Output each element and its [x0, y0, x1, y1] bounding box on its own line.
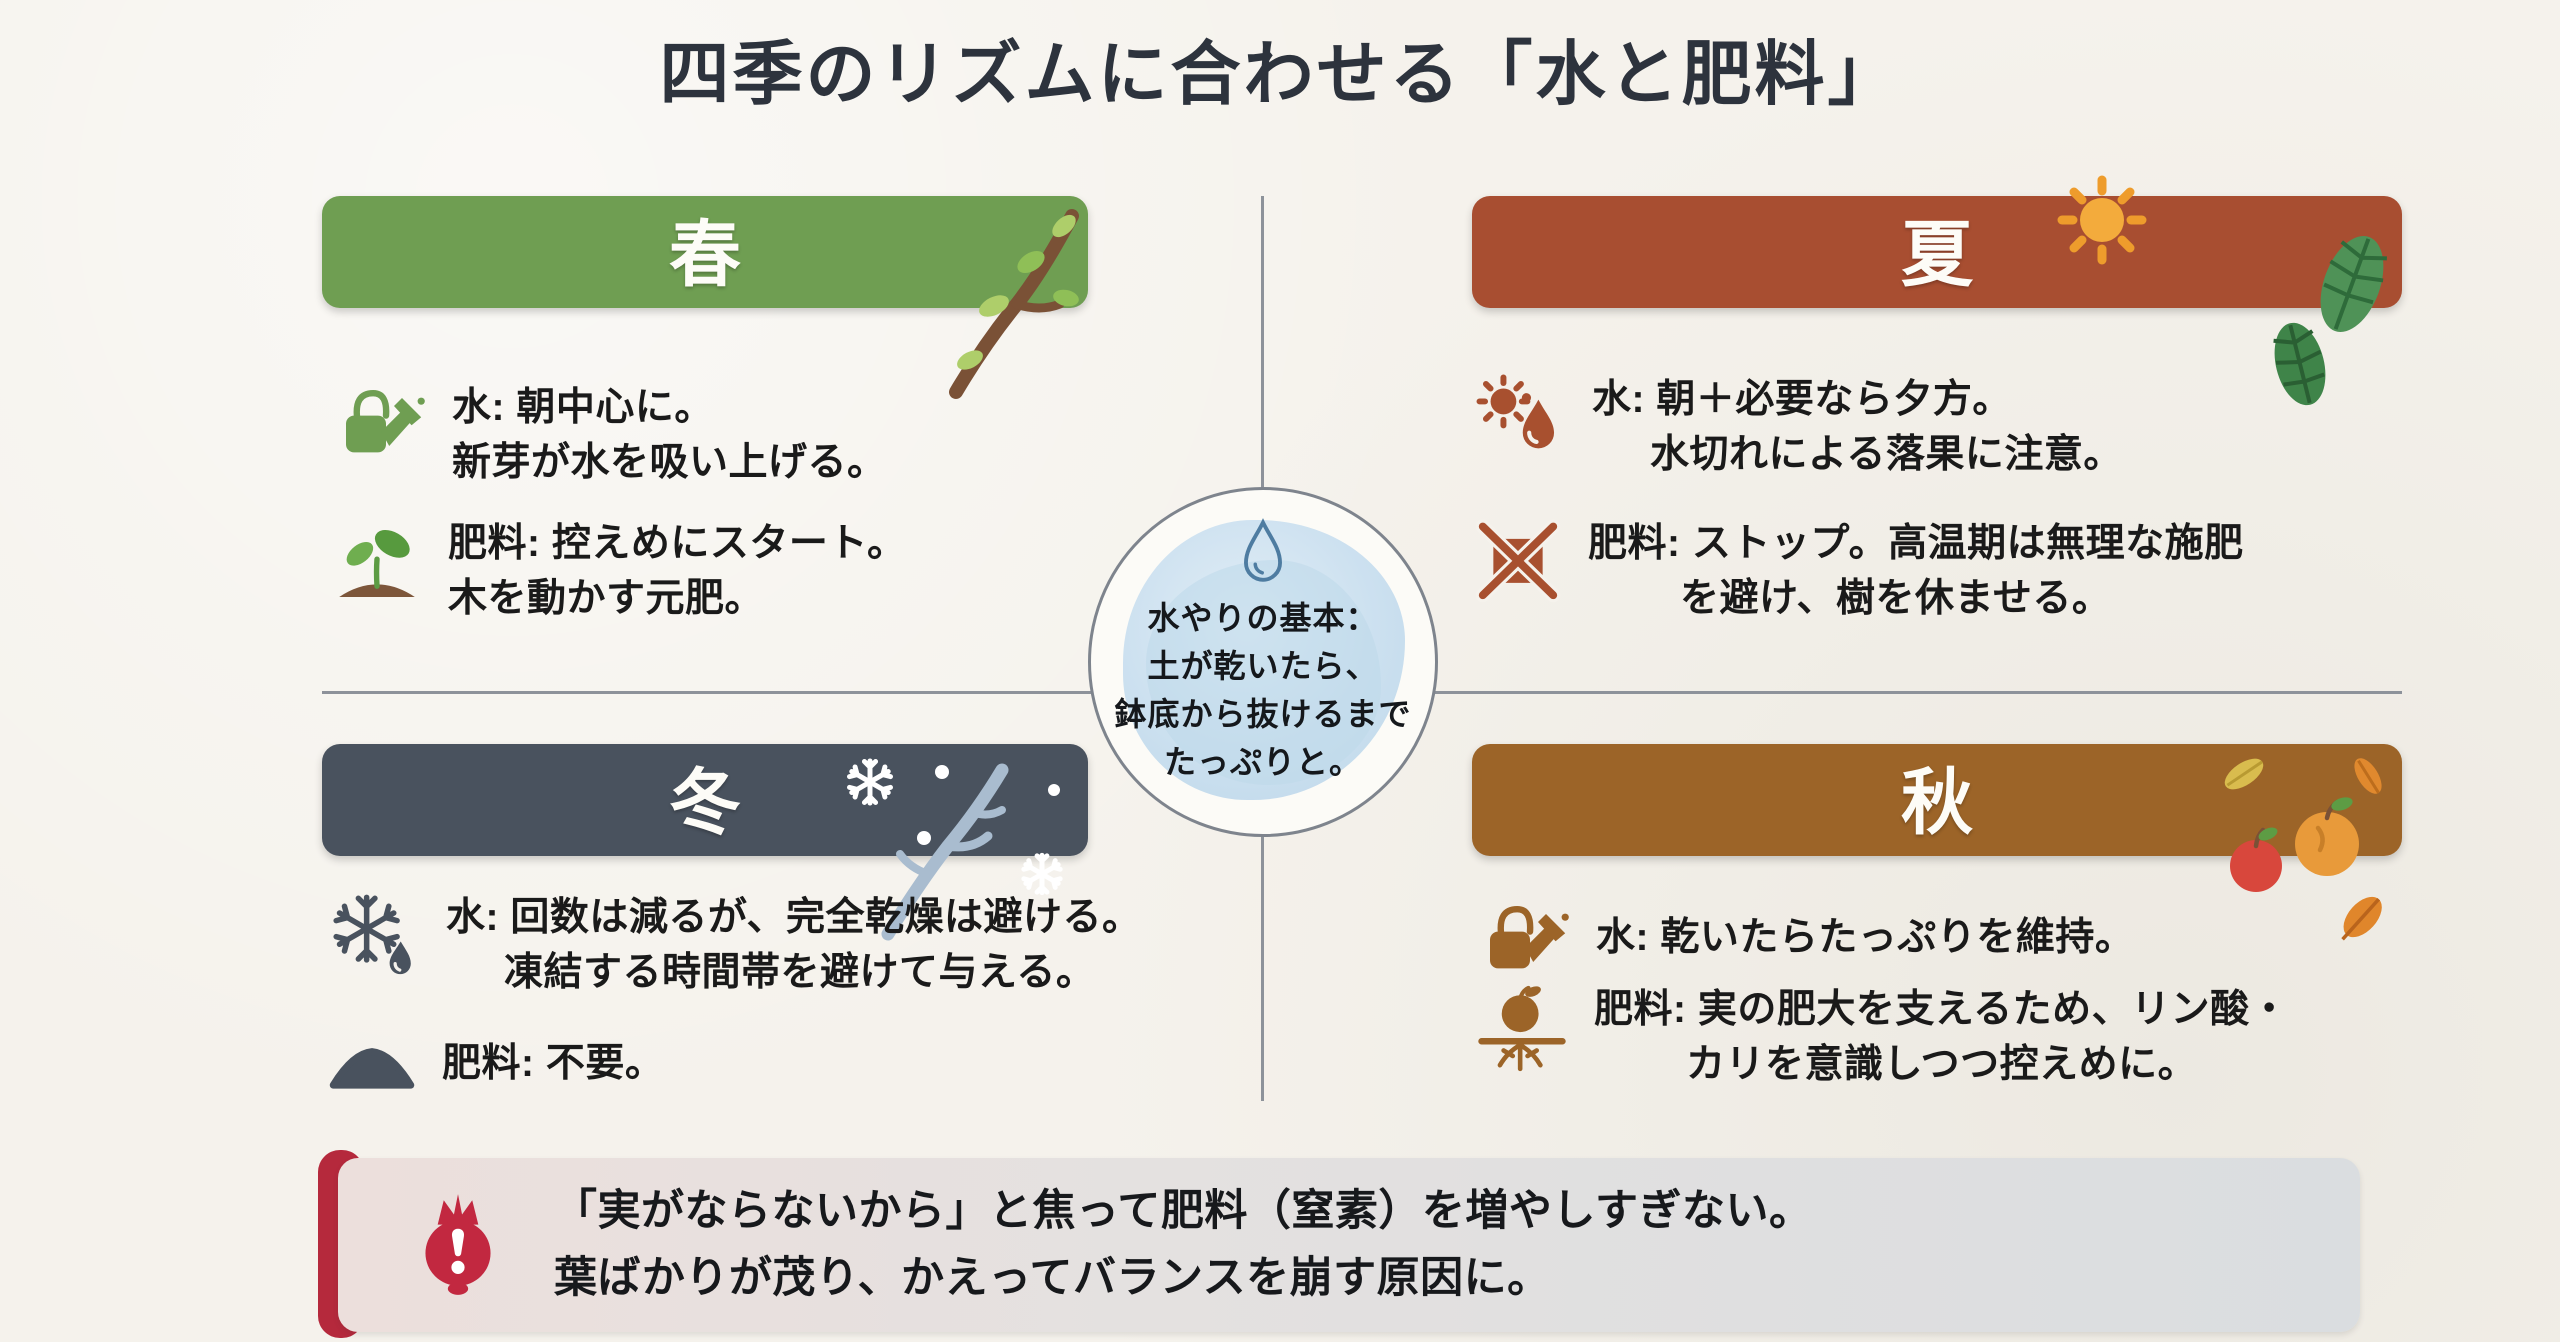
autumn-water-line1: 水: 乾いたらたっぷりを維持。	[1596, 916, 2135, 960]
no-fertilizer-icon	[1475, 519, 1561, 603]
winter-label: 冬	[668, 763, 741, 844]
watering-can-icon	[346, 389, 425, 453]
spring-branch-decoration	[949, 209, 1079, 399]
warning-line2: 葉ばかりが茂り、かえってバランスを崩す原因に。	[554, 1254, 1551, 1302]
winter-snow-branch-decoration	[844, 750, 1074, 941]
spring-water-text: 水: 朝中心に。 新芽が水を吸い上げる。	[452, 380, 887, 491]
summer-water-text: 水: 朝＋必要なら夕方。 水切れによる落果に注意。	[1592, 372, 2123, 483]
winter-water-text: 水: 回数は減るが、完全乾燥は避ける。 凍結する時間帯を避けて与える。	[446, 890, 1142, 1001]
seedling-icon	[339, 530, 415, 597]
summer-fertilizer-text: 肥料: ストップ。高温期は無理な施肥 を避け、樹を休ませる。	[1588, 516, 2244, 627]
soil-mound-icon	[329, 1048, 415, 1089]
watering-basics-circle: 水やりの基本： 土が乾いたら、 鉢底から抜けるまで たっぷりと。	[1088, 487, 1438, 837]
autumn-fruit-decoration	[2224, 758, 2382, 941]
water-drop-icon	[1243, 518, 1282, 582]
summer-fertilizer-line1: 肥料: ストップ。高温期は無理な施肥	[1588, 522, 2244, 565]
spring-fertilizer-line1: 肥料: 控えめにスタート。	[448, 522, 907, 565]
watering-basics-text: 水やりの基本： 土が乾いたら、 鉢底から抜けるまで たっぷりと。	[1114, 594, 1411, 786]
autumn-label: 秋	[1900, 763, 1973, 844]
winter-banner: 冬	[322, 744, 1088, 941]
warning-box: 「実がならないから」と焦って肥料（窒素）を増やしすぎない。 葉ばかりが茂り、かえ…	[338, 1158, 2360, 1332]
autumn-water-text: 水: 乾いたらたっぷりを維持。	[1596, 910, 2134, 965]
spring-water-line1: 水: 朝中心に。	[452, 386, 714, 429]
spring-fertilizer-text: 肥料: 控えめにスタート。 木を動かす元肥。	[448, 516, 907, 627]
summer-fertilizer-row: 肥料: ストップ。高温期は無理な施肥 を避け、樹を休ませる。	[1474, 516, 2244, 627]
basics-line4: たっぷりと。	[1163, 744, 1362, 780]
summer-banner: 夏	[1472, 175, 2402, 406]
basics-line1: 水やりの基本：	[1147, 600, 1379, 636]
winter-water-line2: 凍結する時間帯を避けて与える。	[504, 951, 1096, 995]
warning-line1: 「実がならないから」と焦って肥料（窒素）を増やしすぎない。	[554, 1187, 1813, 1236]
spring-label: 春	[668, 215, 741, 296]
summer-water-line1: 水: 朝＋必要なら夕方。	[1592, 378, 2012, 421]
watering-can-icon	[1490, 905, 1569, 969]
sun-and-drop-icon	[1476, 374, 1555, 449]
summer-fertilizer-line2: を避け、樹を休ませる。	[1680, 577, 2112, 621]
spring-water-line2: 新芽が水を吸い上げる。	[452, 441, 887, 485]
snowflake-drop-icon	[328, 890, 411, 975]
summer-leaves-decoration	[2273, 236, 2387, 406]
winter-fertilizer-row: 肥料: 不要。	[328, 1036, 664, 1092]
basics-line2: 土が乾いたら、	[1147, 648, 1379, 684]
autumn-fertilizer-line1: 肥料: 実の肥大を支えるため、リン酸・	[1594, 988, 2290, 1031]
winter-water-row: 水: 回数は減るが、完全乾燥は避ける。 凍結する時間帯を避けて与える。	[328, 890, 1142, 1001]
spring-fertilizer-row: 肥料: 控えめにスタート。 木を動かす元肥。	[332, 516, 907, 627]
page-title: 四季のリズムに合わせる「水と肥料」	[659, 37, 1901, 114]
winter-water-line1: 水: 回数は減るが、完全乾燥は避ける。	[446, 896, 1142, 939]
autumn-water-row: 水: 乾いたらたっぷりを維持。	[1474, 896, 2134, 980]
summer-sun-decoration	[2057, 175, 2147, 265]
fruit-roots-icon	[1478, 985, 1566, 1072]
summer-water-row: 水: 朝＋必要なら夕方。 水切れによる落果に注意。	[1474, 372, 2123, 483]
summer-label: 夏	[1900, 215, 1973, 296]
winter-fertilizer-line1: 肥料: 不要。	[442, 1042, 665, 1086]
autumn-banner: 秋	[1472, 744, 2402, 941]
warning-text: 「実がならないから」と焦って肥料（窒素）を増やしすぎない。 葉ばかりが茂り、かえ…	[554, 1178, 1813, 1311]
summer-water-line2: 水切れによる落果に注意。	[1650, 433, 2123, 477]
autumn-fertilizer-text: 肥料: 実の肥大を支えるため、リン酸・ カリを意識しつつ控えめに。	[1594, 982, 2289, 1093]
watercolor-blob-layer	[1146, 560, 1381, 785]
spring-banner: 春	[322, 196, 1088, 399]
spring-water-row: 水: 朝中心に。 新芽が水を吸い上げる。	[330, 380, 887, 491]
spring-fertilizer-line2: 木を動かす元肥。	[448, 577, 765, 621]
autumn-fertilizer-line2: カリを意識しつつ控えめに。	[1686, 1043, 2198, 1087]
basics-line3: 鉢底から抜けるまで	[1114, 696, 1412, 732]
pomegranate-alert-icon	[425, 1194, 491, 1295]
autumn-fertilizer-row: 肥料: 実の肥大を支えるため、リン酸・ カリを意識しつつ控えめに。	[1476, 982, 2289, 1093]
winter-fertilizer-text: 肥料: 不要。	[442, 1036, 664, 1091]
